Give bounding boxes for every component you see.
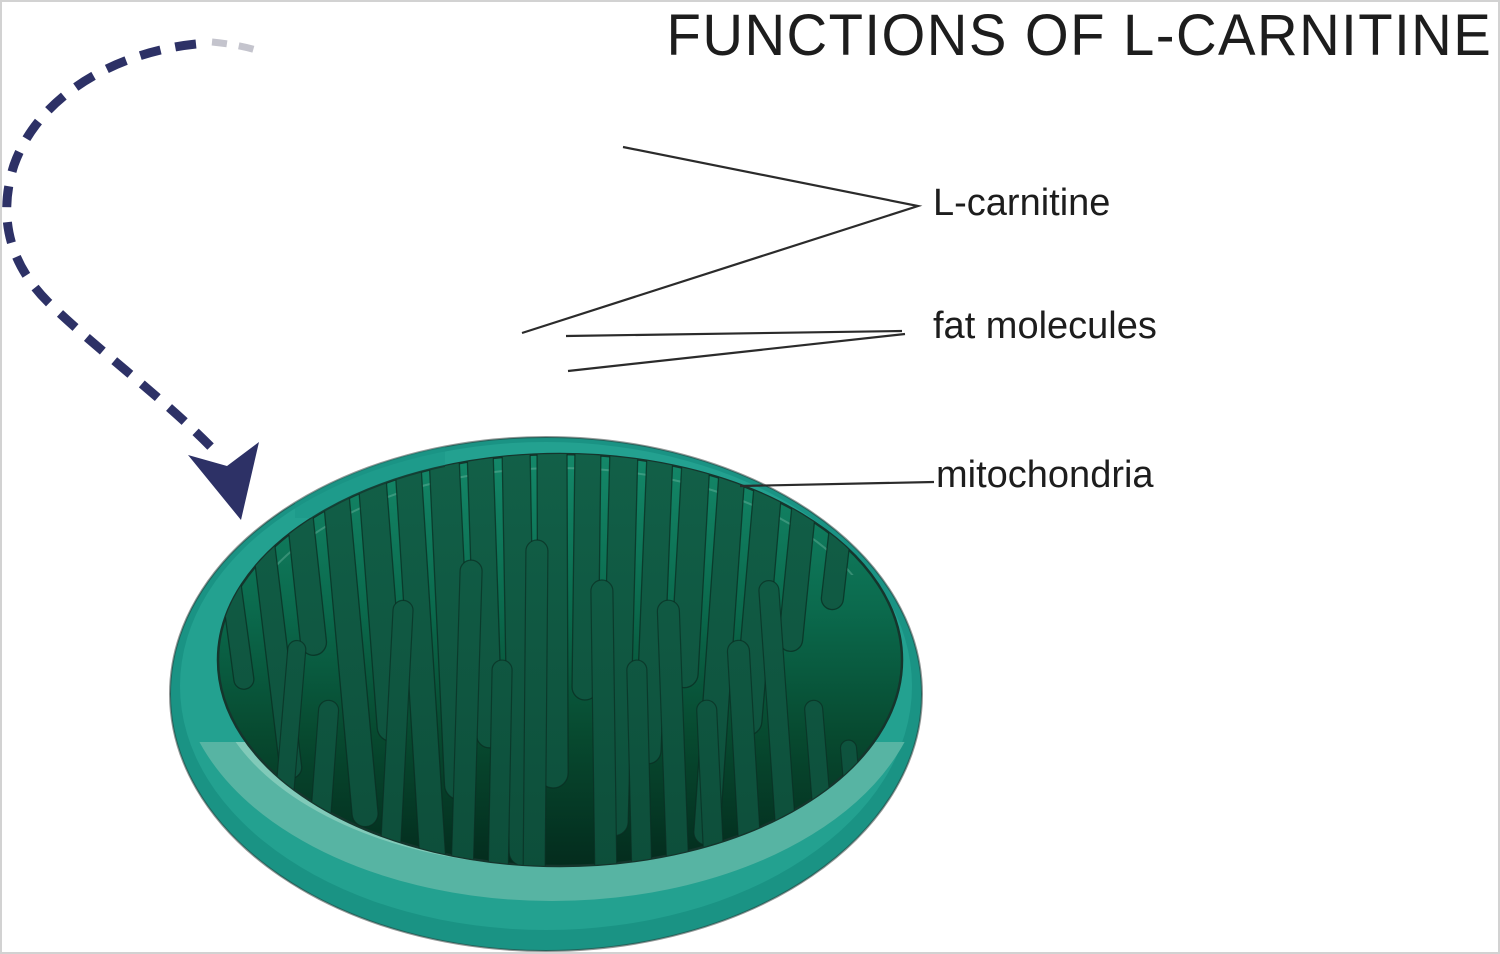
entry-arrow-dashed-curve (2, 39, 216, 452)
entry-arrow (2, 38, 264, 520)
crista-fold (450, 559, 483, 866)
label-l-carnitine: L-carnitine (933, 182, 1111, 224)
crista-fold (669, 454, 713, 689)
figure-title: FUNCTIONS OF L-CARNITINE (666, 3, 1492, 68)
membrane-wash-over-entering-molecule (295, 446, 445, 518)
label-fat-molecules: fat molecules (933, 305, 1157, 347)
leader-line-fat-2 (567, 332, 906, 373)
leader-line-l-carnitine (521, 145, 923, 335)
crista-fold (626, 659, 653, 866)
label-mitochondria: mitochondria (936, 454, 1154, 496)
mitochondrion-illustration (169, 436, 923, 952)
leader-line-fat-1 (565, 329, 903, 338)
leader-lines (521, 145, 935, 488)
crista-fold (487, 659, 513, 866)
crista-fold (696, 699, 726, 866)
crista-fold (656, 599, 690, 866)
crista-fold (590, 579, 618, 866)
leader-line-mitochondria (739, 480, 935, 488)
entry-arrow-fade-dashes (211, 38, 264, 56)
crista-fold (726, 639, 763, 866)
entry-arrow-head-icon (188, 442, 259, 520)
crista-fold (378, 599, 414, 866)
crista-fold (522, 539, 549, 866)
